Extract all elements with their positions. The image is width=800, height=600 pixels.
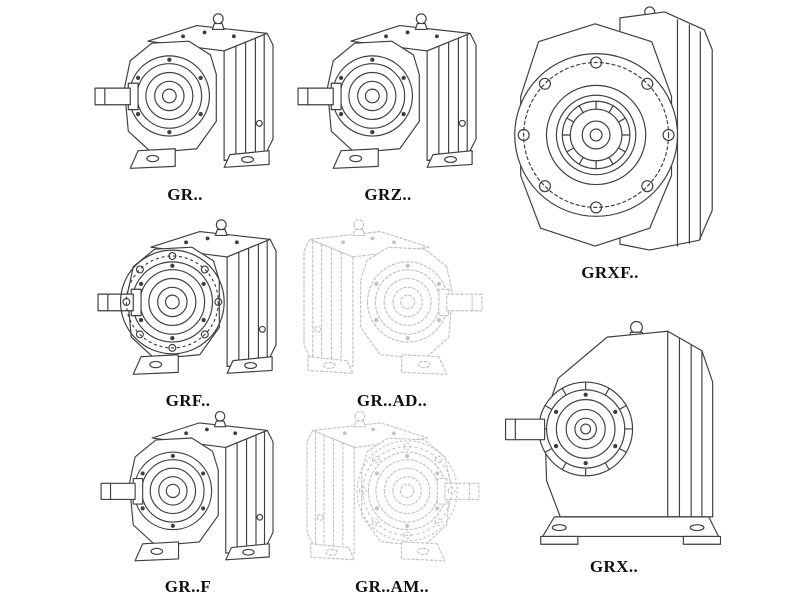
product-gram: GR..AM..: [292, 404, 492, 597]
grxf-label: GRXF..: [581, 263, 639, 282]
grz-label: GRZ..: [364, 185, 412, 204]
grfoot-gearbox-drawing: [100, 410, 274, 562]
gr-label: GR..: [167, 185, 203, 204]
grx-gearbox-drawing: [504, 320, 722, 545]
product-grx: GRX..: [500, 300, 728, 577]
product-grxf: GRXF..: [500, 2, 720, 283]
grad-gearbox-drawing: [303, 219, 483, 375]
product-grf: GRF..: [88, 212, 288, 411]
gr-gearbox-drawing: [94, 13, 274, 169]
gram-label: GR..AM..: [354, 577, 430, 596]
grxf-gearbox-drawing: [514, 6, 713, 251]
grad-label: GR..AD..: [356, 391, 428, 410]
grfoot-label: GR..F: [164, 577, 212, 596]
grz-gearbox-drawing: [297, 13, 477, 169]
gram-gearbox-drawing: [292, 404, 492, 574]
product-grfoot: GR..F: [88, 404, 288, 597]
grf-label: GRF..: [165, 391, 211, 410]
grx-label: GRX..: [589, 557, 639, 576]
grf-gearbox-drawing: [88, 212, 288, 388]
product-grz: GRZ..: [288, 6, 488, 205]
product-grad: GR..AD..: [292, 212, 492, 411]
product-gr: GR..: [85, 6, 285, 205]
